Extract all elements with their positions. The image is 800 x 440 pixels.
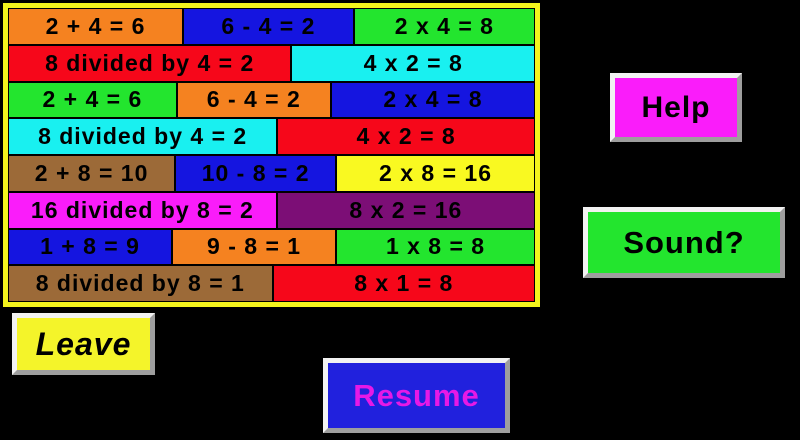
equation-cell[interactable]: 6 - 4 = 2 (177, 82, 330, 118)
equation-cell[interactable]: 4 x 2 = 8 (278, 119, 534, 154)
equation-cell[interactable]: 1 + 8 = 9 (9, 229, 172, 265)
leave-button[interactable]: Leave (12, 313, 155, 375)
resume-button[interactable]: Resume (323, 358, 510, 433)
equation-cell[interactable]: 2 x 4 = 8 (331, 82, 534, 118)
equation-cell[interactable]: 10 - 8 = 2 (176, 156, 336, 191)
equation-cell[interactable]: 1 x 8 = 8 (337, 229, 534, 265)
help-button[interactable]: Help (610, 73, 742, 142)
equation-cell[interactable]: 2 x 4 = 8 (354, 9, 534, 44)
sound-toggle-button[interactable]: Sound? (583, 207, 785, 278)
equation-cell[interactable]: 2 + 4 = 6 (9, 9, 182, 44)
equation-cell[interactable]: 16 divided by 8 = 2 (9, 192, 276, 228)
equation-cell[interactable]: 2 + 8 = 10 (9, 156, 175, 191)
equation-cell[interactable]: 8 divided by 4 = 2 (9, 119, 277, 154)
equation-cell[interactable]: 4 x 2 = 8 (292, 45, 534, 81)
equation-cell[interactable]: 8 divided by 4 = 2 (9, 45, 291, 81)
equation-cell[interactable]: 2 x 8 = 16 (337, 156, 534, 191)
equation-cell[interactable]: 8 x 2 = 16 (277, 192, 534, 228)
equation-cell[interactable]: 6 - 4 = 2 (183, 9, 353, 44)
equation-cell[interactable]: 2 + 4 = 6 (9, 82, 176, 118)
equation-cell[interactable]: 8 divided by 8 = 1 (9, 266, 272, 301)
equation-cell[interactable]: 9 - 8 = 1 (173, 229, 336, 265)
equation-cell[interactable]: 8 x 1 = 8 (273, 266, 534, 301)
